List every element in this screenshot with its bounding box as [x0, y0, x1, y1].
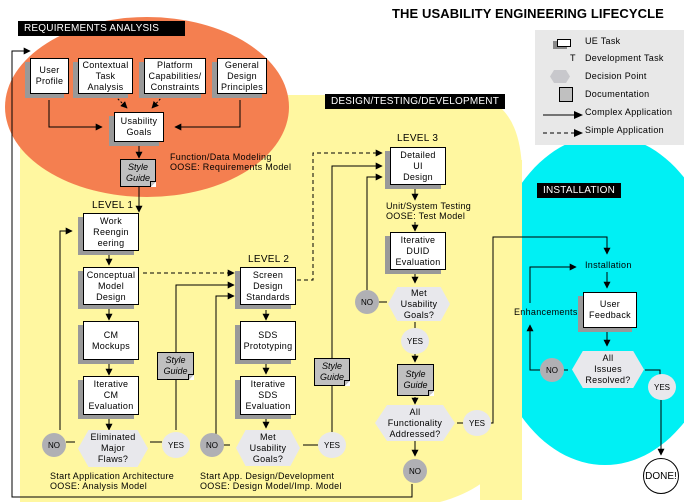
- installation-step: Installation: [585, 260, 632, 270]
- task-sds-prototyping[interactable]: SDS Prototyping: [240, 321, 296, 360]
- installation-no: NO: [540, 358, 564, 382]
- task-contextual-task-analysis[interactable]: Contextual Task Analysis: [78, 58, 133, 94]
- ue-task-icon: [557, 39, 571, 47]
- level-1-label: LEVEL 1: [92, 200, 134, 211]
- level2-yes: YES: [318, 432, 346, 458]
- task-cm-mockups[interactable]: CM Mockups: [83, 321, 139, 360]
- decision-all-issues-resolved[interactable]: All Issues Resolved?: [572, 351, 644, 388]
- style-guide-level3[interactable]: Style Guide: [397, 364, 434, 396]
- dev-task-analysis-model: OOSE: Analysis Model: [50, 481, 148, 491]
- task-work-reengineering[interactable]: Work Reengin eering: [83, 213, 139, 251]
- task-platform-capabilities[interactable]: Platform Capabilities/ Constraints: [144, 58, 206, 94]
- legend-item-decision-point: Decision Point: [535, 69, 684, 85]
- development-task-icon: T: [570, 53, 576, 63]
- task-iterative-cm-evaluation[interactable]: Iterative CM Evaluation: [83, 376, 139, 415]
- legend-item-development-task: T Development Task: [570, 53, 664, 63]
- design-region-edge: [480, 160, 522, 500]
- style-guide-requirements[interactable]: Style Guide: [120, 159, 156, 187]
- dev-task-app-design-development: Start App. Design/Development: [200, 471, 335, 481]
- task-general-design-principles[interactable]: General Design Principles: [217, 58, 267, 94]
- task-user-profile[interactable]: User Profile: [30, 58, 69, 94]
- level1-no: NO: [42, 433, 66, 457]
- platform-to-goals: [174, 100, 241, 131]
- level3-yes: YES: [401, 328, 429, 354]
- installation-yes: YES: [648, 374, 676, 400]
- task-screen-design-standards[interactable]: Screen Design Standards: [240, 267, 296, 305]
- style-guide-level2[interactable]: Style Guide: [314, 358, 350, 386]
- level-3-label: LEVEL 3: [397, 133, 439, 144]
- dashed-arrow-icon: [543, 129, 583, 137]
- dev-task-application-architecture: Start Application Architecture: [50, 471, 175, 481]
- legend-item-complex-application: Complex Application: [535, 105, 684, 121]
- dev-task-test-model: OOSE: Test Model: [386, 211, 466, 221]
- decision-all-functionality-addressed[interactable]: All Functionality Addressed?: [375, 405, 455, 441]
- decision-met-usability-goals-l3[interactable]: Met Usability Goals?: [388, 287, 450, 321]
- diagram-title: THE USABILITY ENGINEERING LIFECYCLE: [392, 6, 664, 21]
- style-guide-level1[interactable]: Style Guide: [157, 352, 194, 380]
- level3-functionality-yes: YES: [463, 410, 491, 436]
- legend-item-documentation: Documentation: [535, 87, 684, 103]
- legend: UE Task T Development Task Decision Poin…: [535, 30, 684, 145]
- dev-task-function-data-modeling: Function/Data Modeling: [170, 152, 272, 162]
- legend-item-simple-application: Simple Application: [535, 123, 684, 139]
- decision-met-usability-goals-l2[interactable]: Met Usability Goals?: [236, 430, 300, 466]
- loop-to-requirements: [11, 47, 413, 498]
- task-detailed-ui-design[interactable]: Detailed UI Design: [390, 147, 446, 185]
- phase-label-design: DESIGN/TESTING/DEVELOPMENT: [325, 94, 506, 109]
- legend-item-ue-task: UE Task: [535, 34, 684, 50]
- phase-label-installation: INSTALLATION: [537, 183, 622, 198]
- task-conceptual-model-design[interactable]: Conceptual Model Design: [83, 267, 139, 305]
- dev-task-requirements-model: OOSE: Requirements Model: [170, 162, 292, 172]
- decision-eliminated-major-flaws[interactable]: Eliminated Major Flaws?: [78, 430, 148, 467]
- level3-no: NO: [355, 290, 379, 314]
- level2-no: NO: [200, 433, 224, 457]
- phase-label-requirements: REQUIREMENTS ANALYSIS: [18, 21, 185, 36]
- decision-point-icon: [550, 70, 570, 83]
- solid-arrow-icon: [543, 111, 583, 119]
- task-user-feedback[interactable]: User Feedback: [583, 292, 637, 328]
- user-profile-to-goals: [48, 100, 103, 131]
- level1-yes: YES: [162, 432, 190, 458]
- level-2-label: LEVEL 2: [248, 254, 290, 265]
- done-terminal: DONE!: [643, 458, 679, 494]
- dev-task-unit-system-testing: Unit/System Testing: [386, 201, 472, 211]
- level3-functionality-no: NO: [403, 459, 427, 483]
- task-iterative-duid-evaluation[interactable]: Iterative DUID Evaluation: [390, 232, 446, 270]
- task-iterative-sds-evaluation[interactable]: Iterative SDS Evaluation: [240, 376, 296, 415]
- task-usability-goals[interactable]: Usability Goals: [114, 112, 164, 142]
- documentation-icon: [559, 87, 573, 102]
- dev-task-design-imp-model: OOSE: Design Model/Imp. Model: [200, 481, 342, 491]
- enhancements-label: Enhancements: [514, 307, 578, 317]
